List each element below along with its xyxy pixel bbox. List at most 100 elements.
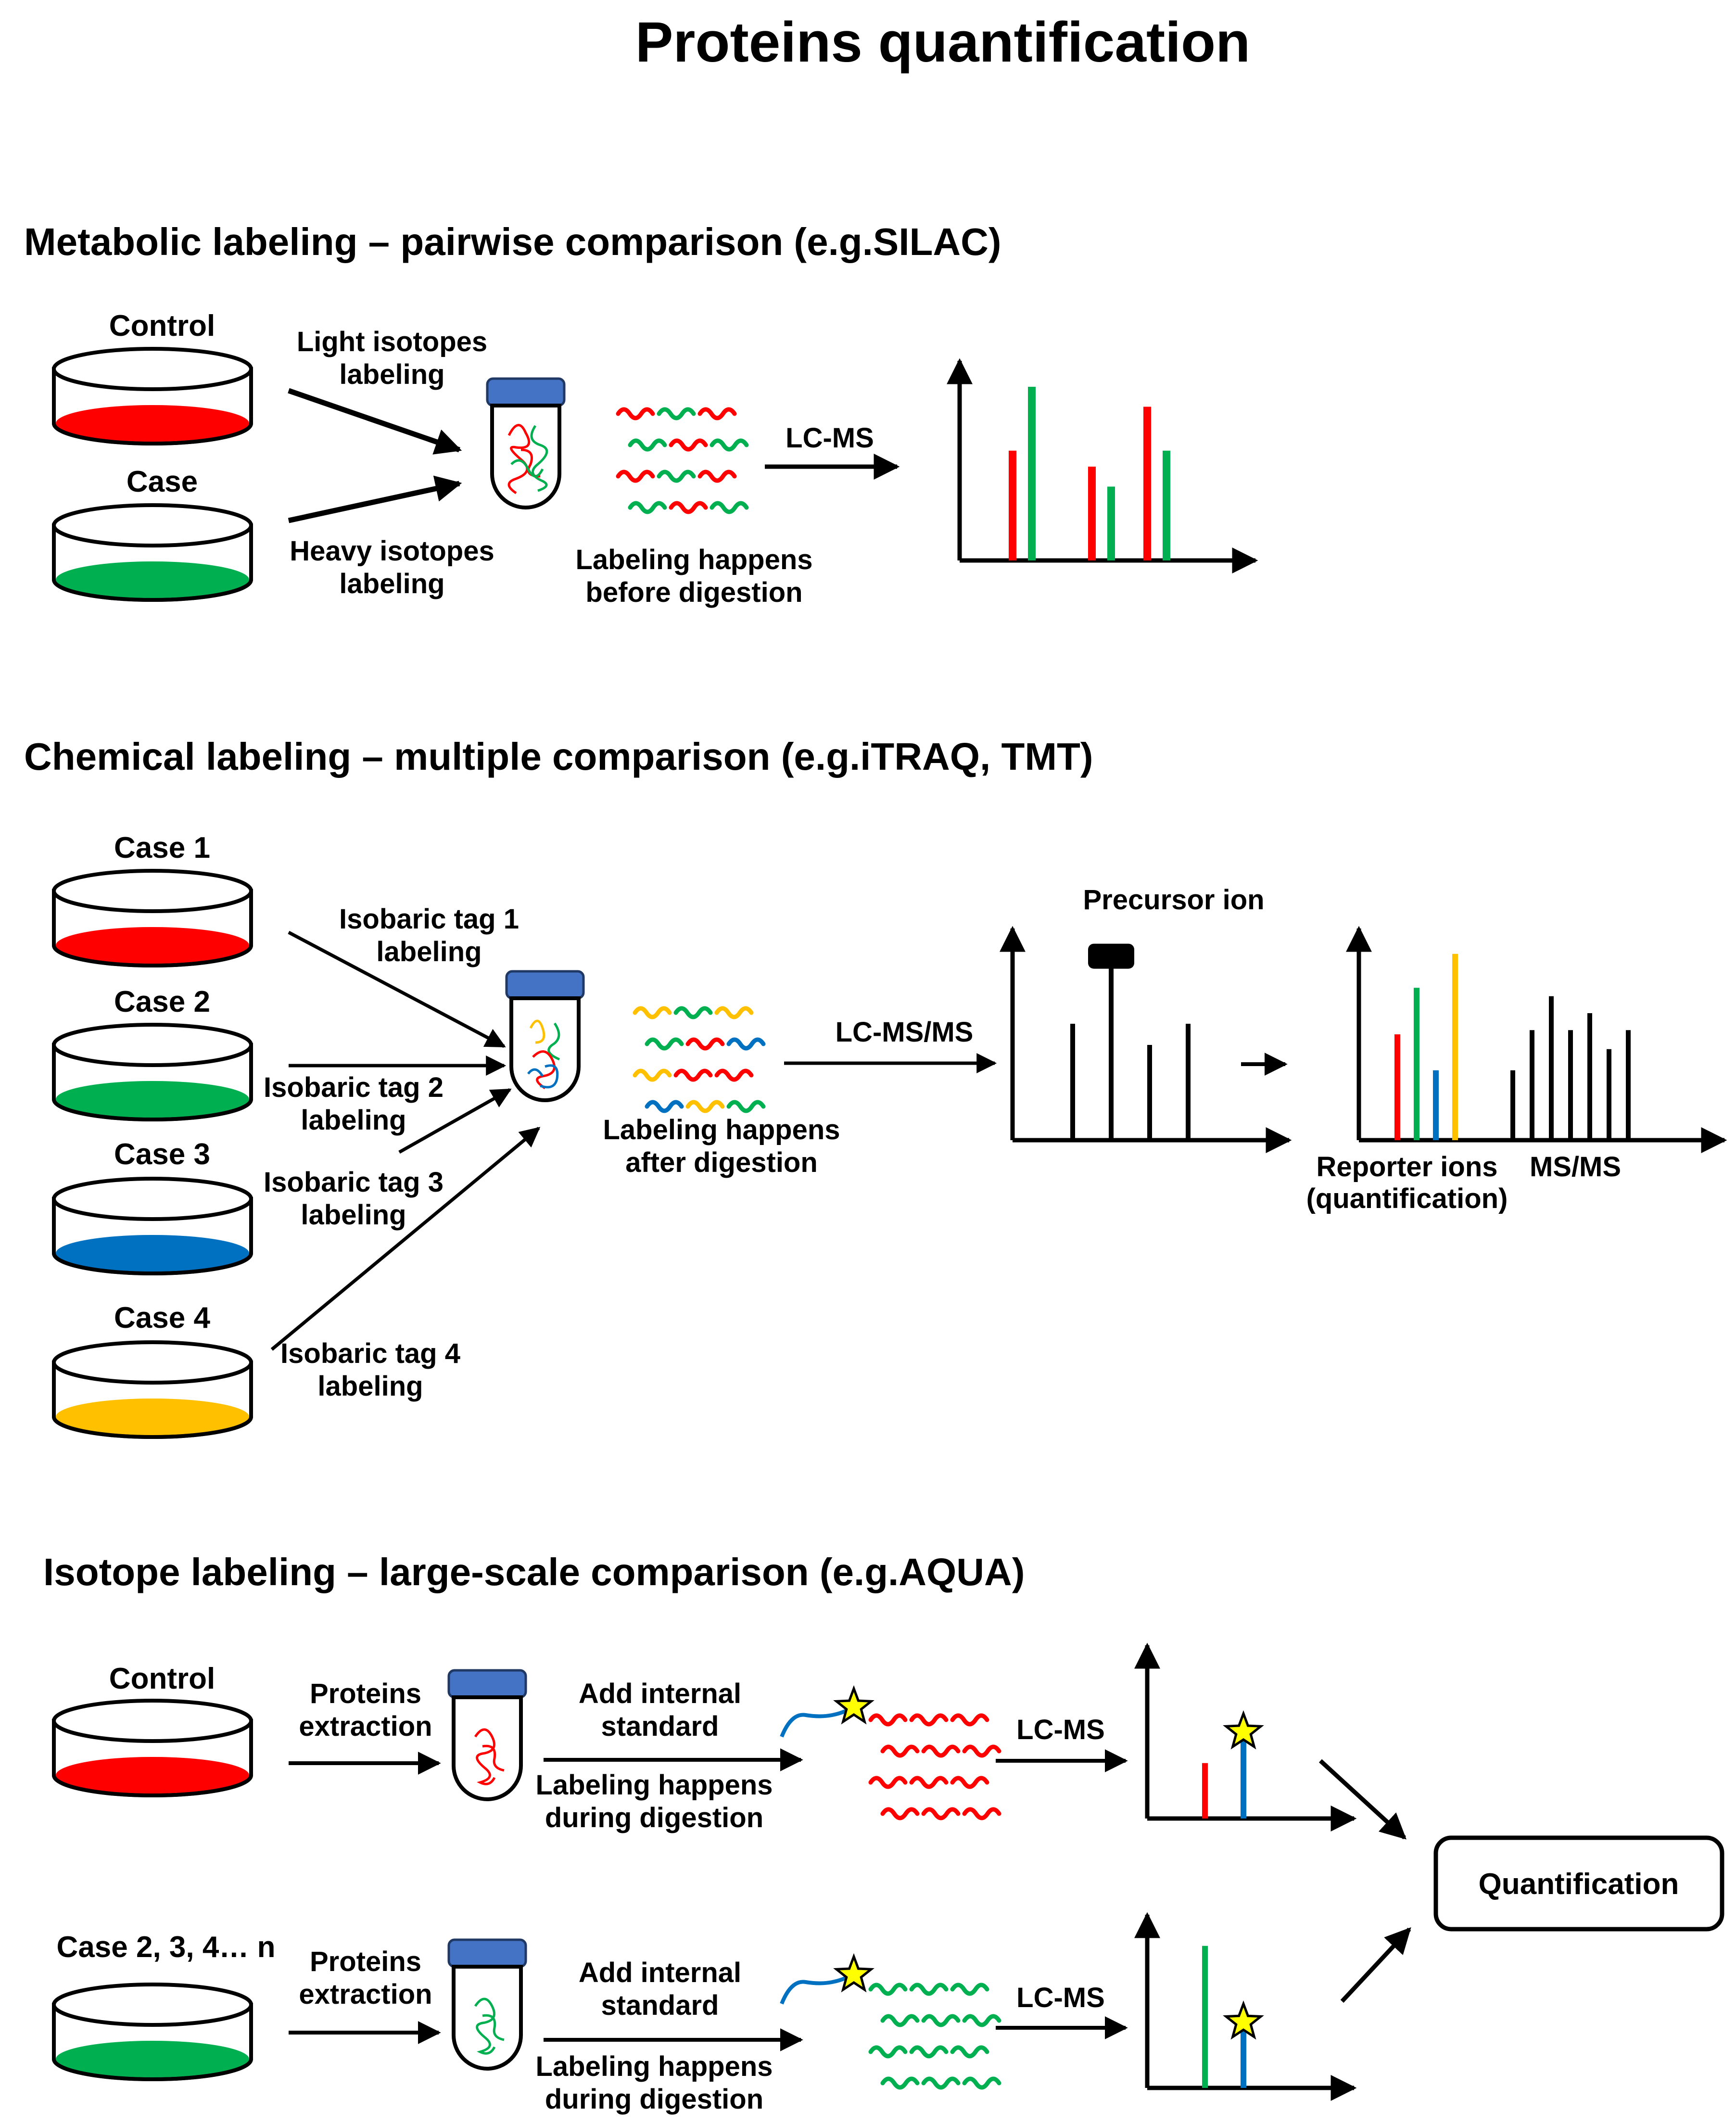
peptide: [645, 1037, 684, 1051]
peptide-cluster: [616, 407, 749, 514]
peptide: [921, 1744, 961, 1758]
lc-ms-label: LC-MS: [786, 422, 874, 454]
case3-label: Case 3: [114, 1138, 210, 1171]
dish-lid: [52, 1699, 253, 1743]
dish-lid: [52, 503, 253, 547]
silac-spectrum: [947, 358, 1258, 573]
case-standard-star-icon: [833, 1953, 874, 1993]
peptide: [633, 1068, 672, 1082]
precursor-ion-marker: [1088, 943, 1134, 969]
multiplex-tube: [507, 971, 583, 1100]
page-title: Proteins quantification: [635, 11, 1250, 74]
peptide: [673, 1068, 713, 1082]
peptide: [880, 1807, 920, 1820]
control-dish: [52, 347, 253, 445]
peptide: [921, 2014, 961, 2027]
isotope-heading: Isotope labeling – large-scale compariso…: [43, 1551, 1025, 1593]
spectrum-peak: [1143, 407, 1151, 560]
chemical-section: Chemical labeling – multiple comparison …: [24, 735, 1727, 1439]
dish-lid: [52, 1340, 253, 1385]
peptide: [673, 1006, 713, 1019]
chemical-heading: Chemical labeling – multiple comparison …: [24, 735, 1093, 778]
peptide: [909, 1713, 949, 1727]
peptide: [868, 1983, 908, 1996]
peptide: [714, 1006, 754, 1019]
case3-dish: [52, 1177, 253, 1275]
dish-medium: [56, 1399, 249, 1435]
case-spectrum: [1134, 1912, 1357, 2101]
peptide: [628, 501, 667, 514]
peptide: [909, 2045, 949, 2059]
dish-medium: [56, 1757, 249, 1793]
quantification-label: Quantification: [1479, 1868, 1679, 1901]
peptide: [962, 2014, 1001, 2027]
case-dish: [52, 503, 253, 602]
peptide: [710, 501, 749, 514]
spectrum-peak: [1163, 450, 1170, 560]
peptide: [921, 1807, 961, 1820]
aqua-case-dish: [52, 1983, 253, 2081]
isotope-section: Isotope labeling – large-scale compariso…: [43, 1551, 1724, 2115]
dish-lid: [52, 1177, 253, 1221]
lc-msms-label: LC-MS/MS: [836, 1017, 974, 1048]
case1-dish: [52, 869, 253, 967]
control-to-quant-arrow: [1318, 1759, 1407, 1840]
peptide: [909, 1983, 949, 1996]
case-to-quant-arrow: [1340, 1927, 1411, 2003]
spectrum-peak: [1107, 486, 1115, 560]
peptide: [868, 2045, 908, 2059]
peptide: [669, 438, 708, 452]
peptide: [726, 1100, 766, 1113]
mixed-tube: [487, 379, 564, 508]
dish-medium: [56, 927, 249, 964]
tag1-arrow: [288, 930, 506, 1048]
dish-rim-bottom: [52, 1099, 253, 1121]
peptide: [714, 1068, 754, 1082]
aqua-control-label: Control: [109, 1662, 215, 1695]
peptide: [950, 1983, 989, 1996]
control-tube: [449, 1670, 526, 1799]
reporter-msms-spectrum: [1346, 926, 1727, 1153]
case-label: Case: [127, 465, 198, 498]
tag3-arrow: [398, 1088, 512, 1154]
metabolic-section: Metabolic labeling – pairwise comparison…: [24, 220, 1258, 608]
aqua-control-dish: [52, 1699, 253, 1797]
dish-rim-bottom: [52, 1253, 253, 1275]
peptide: [685, 1037, 725, 1051]
case4-dish: [52, 1340, 253, 1439]
peptide: [628, 438, 667, 452]
peptide: [962, 2076, 1001, 2090]
dish-rim-bottom: [52, 423, 253, 445]
peptide: [697, 470, 737, 483]
control-lc-ms-label: LC-MS: [1016, 1714, 1105, 1745]
light-arrow: [288, 388, 462, 455]
peptide: [710, 438, 749, 452]
control-sample-peptides: [868, 1713, 1001, 1820]
case-tube: [449, 1940, 526, 2069]
dish-medium: [56, 2041, 249, 2077]
heavy-arrow: [288, 475, 462, 523]
multiplex-peptide-cluster: [633, 1006, 766, 1113]
reporter-ions-label: Reporter ions(quantification): [1306, 1151, 1508, 1214]
peptide: [950, 2045, 989, 2059]
case1-label: Case 1: [114, 831, 210, 865]
peptide: [950, 1713, 989, 1727]
peptide: [880, 1744, 920, 1758]
peptide: [669, 501, 708, 514]
peptide: [633, 1006, 672, 1019]
peptide: [962, 1744, 1001, 1758]
control-label: Control: [109, 309, 215, 343]
case-lc-ms-label: LC-MS: [1016, 1982, 1105, 2013]
dish-rim-bottom: [52, 1416, 253, 1439]
spectrum-peak: [1009, 450, 1016, 560]
